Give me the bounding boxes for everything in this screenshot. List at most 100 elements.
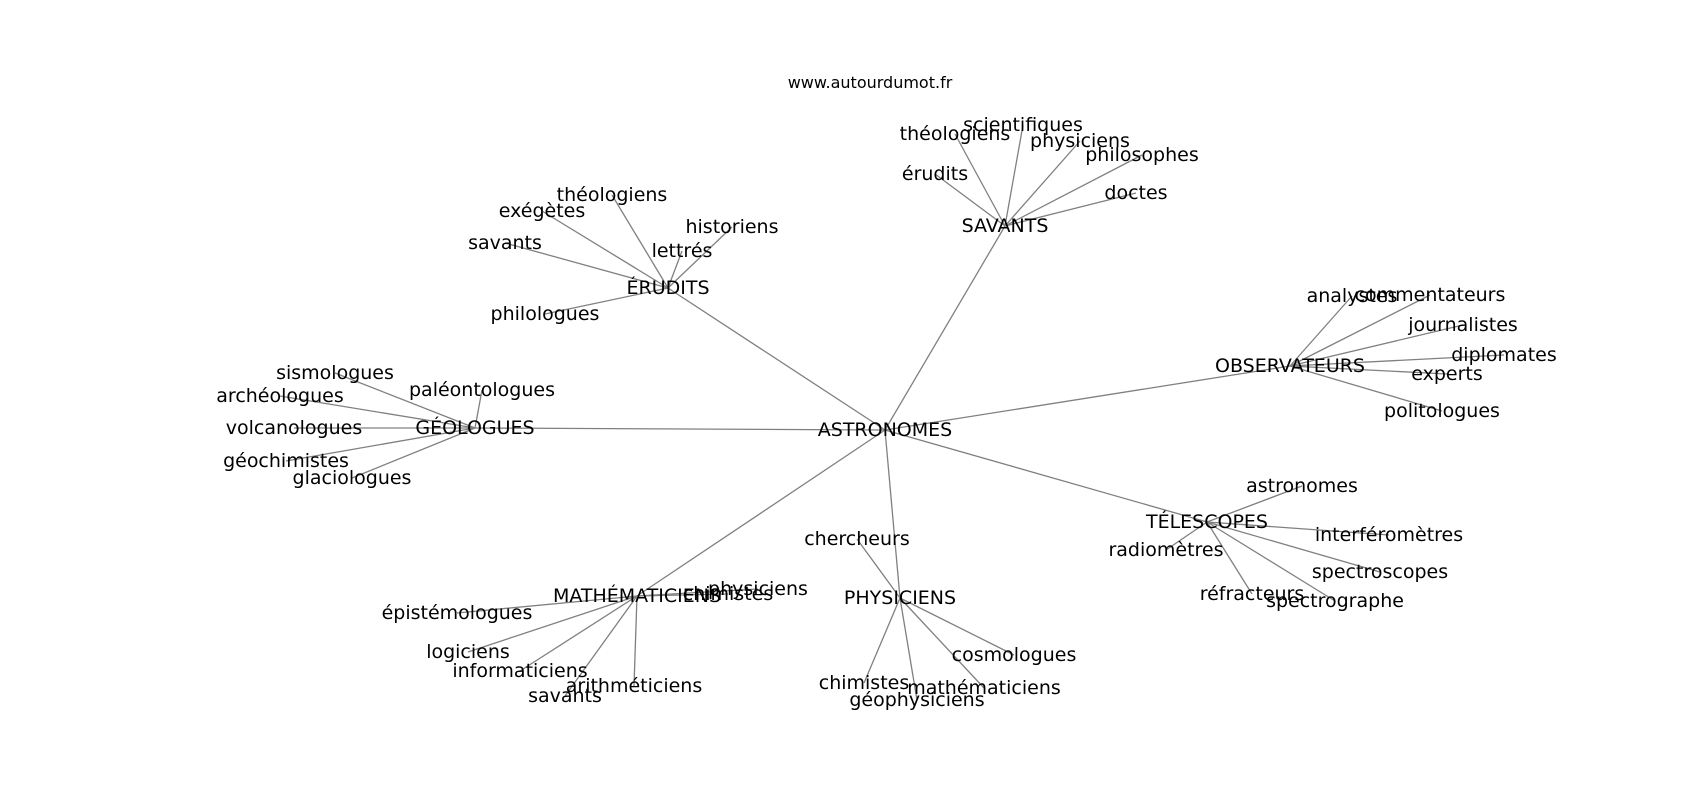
edge-hub-to-word [504,242,669,289]
word-node[interactable]: érudits [902,163,968,185]
edge-hub-to-word [1206,485,1303,523]
word-node[interactable]: géochimistes [223,450,349,472]
edge-hub-to-word [1289,365,1448,375]
edge-hub-to-word [1289,365,1443,412]
word-node[interactable]: réfracteurs [1200,583,1305,605]
word-node[interactable]: arithméticiens [566,675,703,697]
word-node[interactable]: philosophes [1085,144,1199,166]
edge-hub-to-word [1206,521,1381,573]
word-node[interactable]: interféromètres [1315,524,1463,546]
edge-hub-to-word [856,538,901,599]
edge-hub-to-word [899,597,985,689]
edge-hub-to-word [1206,521,1336,602]
word-node[interactable]: logiciens [426,641,510,663]
edge-center-to-hub [474,427,886,431]
edge-hub-to-word [1004,154,1143,227]
edge-hub-to-word [334,372,476,429]
edge-center-to-hub [636,429,886,597]
edge-hub-to-word [467,595,638,653]
word-node[interactable]: spectrographe [1266,590,1404,612]
edge-hub-to-word [351,427,476,479]
source-watermark: www.autourdumot.fr [788,73,953,92]
word-node[interactable]: savants [528,685,602,707]
edges-layer [279,124,1505,701]
word-node[interactable]: astronomes [1246,475,1358,497]
edge-hub-to-word [564,595,638,697]
word-node[interactable]: mathématiciens [907,677,1061,699]
edge-hub-to-word [1206,521,1390,536]
edge-hub-to-word [456,595,638,614]
word-node[interactable]: philologues [491,303,600,325]
edge-center-to-hub [884,429,901,599]
word-node[interactable]: commentateurs [1355,284,1506,306]
edge-hub-to-word [1004,140,1081,227]
hub-node[interactable]: SAVANTS [962,215,1049,237]
edge-hub-to-word [279,395,476,429]
edge-hub-to-word [899,597,1015,656]
edge-hub-to-word [285,427,476,462]
edge-hub-to-word [519,595,638,672]
word-node[interactable]: archéologues [216,385,343,407]
word-node[interactable]: paléontologues [409,379,555,401]
word-node[interactable]: informaticiens [452,660,587,682]
word-node[interactable]: chimistes [683,583,774,605]
word-node[interactable]: cosmologues [952,644,1077,666]
edge-hub-to-word [544,287,669,315]
edge-center-to-hub [884,365,1291,431]
edge-hub-to-word [954,133,1006,227]
word-node[interactable]: chimistes [819,672,910,694]
edge-hub-to-word [863,597,901,684]
edge-hub-to-word [633,595,638,687]
edge-hub-to-word [611,194,669,289]
word-node[interactable]: sismologues [276,362,394,384]
edge-hub-to-word [934,173,1006,227]
word-node[interactable]: radiomètres [1108,539,1223,561]
edge-hub-to-word [541,210,669,289]
word-node[interactable]: doctes [1104,182,1167,204]
edge-hub-to-word [636,593,729,597]
word-node[interactable]: scientifiques [963,114,1083,136]
word-node[interactable]: spectroscopes [1312,561,1448,583]
edge-hub-to-word [1165,521,1208,551]
word-node[interactable]: physiciens [1030,130,1130,152]
edge-hub-to-word [1289,295,1353,367]
hub-node[interactable]: ÉRUDITS [626,276,709,299]
word-node[interactable]: théologiens [900,123,1011,145]
word-node[interactable]: théologiens [557,184,668,206]
word-node[interactable]: exégètes [499,200,586,222]
word-node[interactable]: volcanologues [226,417,363,439]
edge-hub-to-word [899,597,918,701]
edge-hub-to-word [667,250,683,289]
edge-center-to-hub [667,287,886,431]
word-node[interactable]: physiciens [708,578,808,600]
hub-node[interactable]: MATHÉMATICIENS [553,584,721,607]
word-node[interactable]: lettrés [652,240,713,262]
word-node[interactable]: diplomates [1451,344,1557,366]
hub-node[interactable]: GÉOLOGUES [415,416,534,439]
edge-hub-to-word [1289,354,1505,367]
center-node[interactable]: ASTRONOMES [818,419,952,441]
edge-hub-to-word [1004,124,1024,227]
edge-center-to-hub [884,225,1006,431]
word-node[interactable]: politologues [1384,400,1500,422]
word-node[interactable]: chercheurs [804,528,910,550]
word-node[interactable]: historiens [685,216,778,238]
word-node[interactable]: épistémologues [382,602,533,624]
word-node[interactable]: analystes [1307,285,1398,307]
edge-hub-to-word [1004,192,1137,227]
hub-node[interactable]: TÉLESCOPES [1145,510,1268,533]
edge-hub-to-word [474,389,483,429]
edge-hub-to-word [667,226,733,289]
word-node[interactable]: glaciologues [293,467,412,489]
word-node[interactable]: journalistes [1407,314,1518,336]
hub-node[interactable]: PHYSICIENS [844,587,956,609]
hub-node[interactable]: OBSERVATEURS [1215,355,1365,377]
word-node[interactable]: experts [1411,363,1483,385]
edge-hub-to-word [1289,294,1431,367]
edge-hub-to-word [636,588,759,597]
word-node[interactable]: savants [468,232,542,254]
labels-layer: www.autourdumot.fr scientifiquesthéologi… [216,73,1556,711]
word-node[interactable]: géophysiciens [849,689,984,711]
edge-center-to-hub [884,429,1208,523]
